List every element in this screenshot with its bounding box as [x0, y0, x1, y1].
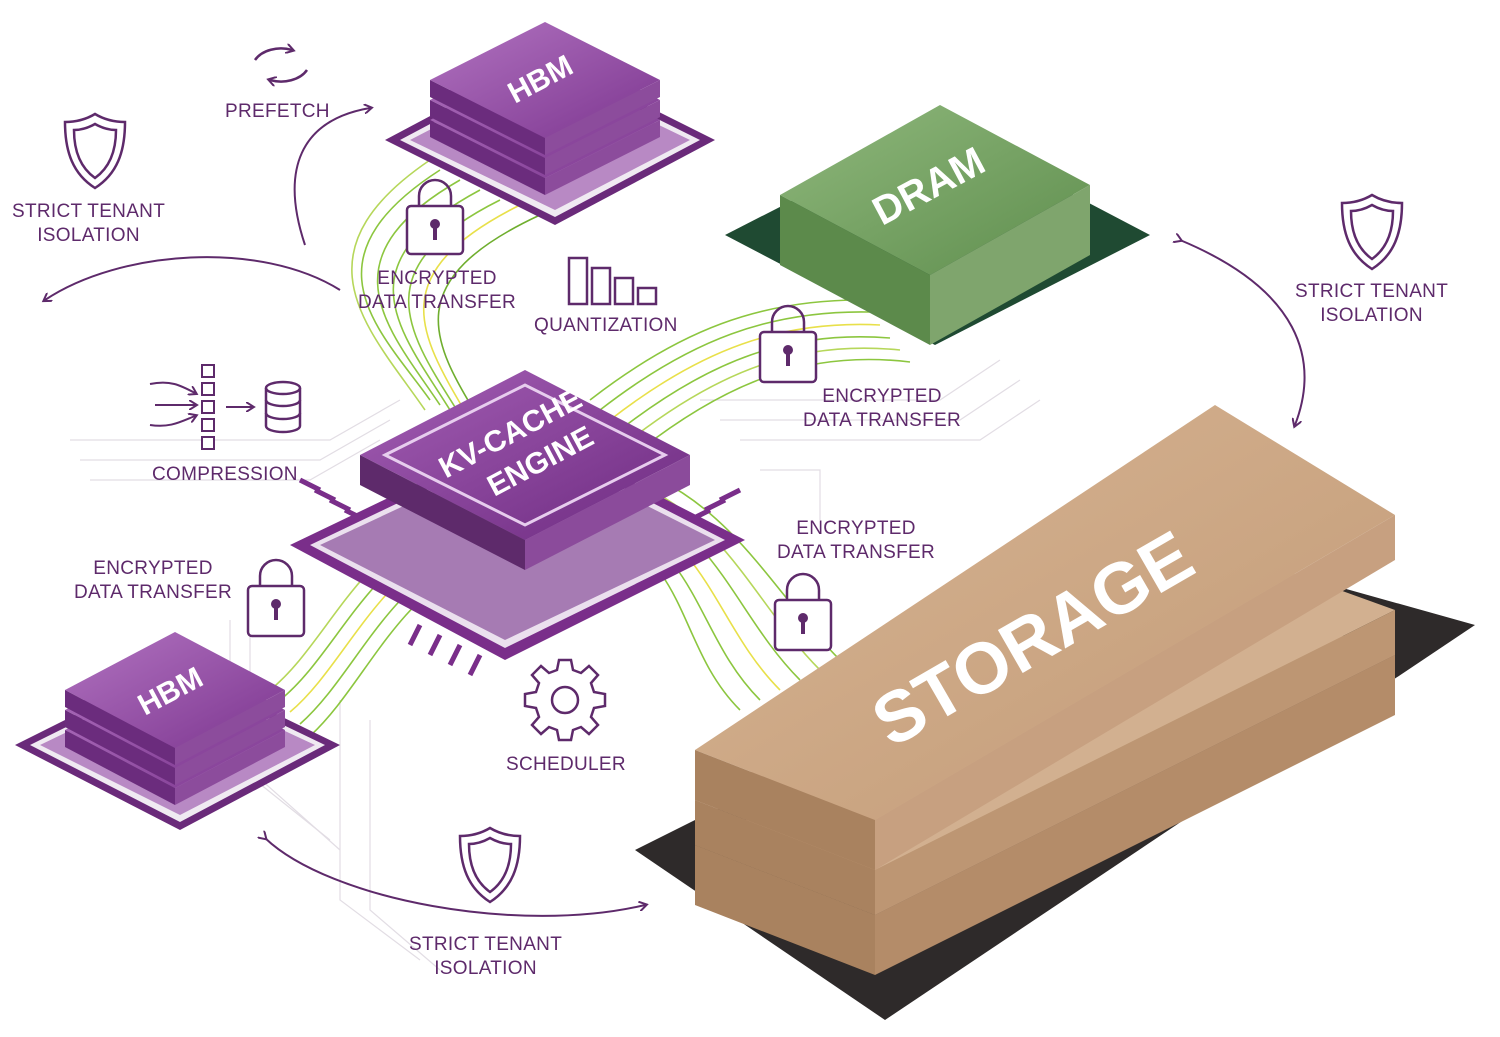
isolation-label-right: STRICT TENANT ISOLATION — [1295, 280, 1448, 328]
encrypted-line2: DATA TRANSFER — [803, 410, 962, 431]
isolation-line1: STRICT TENANT — [1295, 281, 1449, 302]
gear-icon — [523, 658, 607, 742]
encrypted-label-dram: ENCRYPTED DATA TRANSFER — [803, 385, 961, 433]
compression-icon — [149, 364, 252, 450]
encrypted-line2: DATA TRANSFER — [74, 582, 233, 603]
dram-module: DRAM — [725, 105, 1150, 345]
prefetch-arrow — [293, 108, 370, 246]
isolation-line1: STRICT TENANT — [12, 201, 166, 222]
isolation-arrow-bottom — [265, 838, 645, 917]
encrypted-label-storage: ENCRYPTED DATA TRANSFER — [777, 517, 935, 565]
bar-chart-icon — [567, 256, 658, 306]
encrypted-line1: ENCRYPTED — [93, 558, 213, 579]
refresh-arrows-icon — [253, 48, 309, 81]
shield-icon — [458, 826, 522, 904]
hbm-bottom-module: HBM — [15, 632, 340, 830]
kv-cache-engine-chip: KV-CACHE ENGINE — [290, 370, 745, 677]
lock-icon — [758, 304, 818, 384]
hbm-top-module: HBM — [385, 22, 715, 225]
isolation-label-bottom: STRICT TENANT ISOLATION — [409, 933, 562, 981]
compression-label: COMPRESSION — [152, 464, 298, 485]
prefetch-label: PREFETCH — [225, 101, 330, 122]
flow-arrows — [45, 108, 1306, 917]
isolation-arrow-left — [45, 256, 341, 300]
lock-icon — [246, 558, 306, 638]
isolation-line1: STRICT TENANT — [409, 934, 563, 955]
encrypted-line1: ENCRYPTED — [796, 518, 916, 539]
isolation-line2: ISOLATION — [1320, 305, 1423, 326]
isolation-label-top-left: STRICT TENANT ISOLATION — [12, 200, 165, 248]
encrypted-label-hbm-bottom: ENCRYPTED DATA TRANSFER — [74, 557, 232, 605]
isolation-line2: ISOLATION — [37, 225, 140, 246]
isolation-line2: ISOLATION — [434, 958, 537, 979]
shield-icon — [1340, 193, 1404, 271]
lock-icon — [405, 178, 465, 256]
shield-icon — [63, 112, 127, 190]
encrypted-line2: DATA TRANSFER — [358, 292, 517, 313]
encrypted-line2: DATA TRANSFER — [777, 542, 936, 563]
scheduler-label: SCHEDULER — [506, 754, 626, 775]
lock-icon — [773, 572, 833, 652]
quantization-label: QUANTIZATION — [534, 315, 678, 336]
encrypted-line1: ENCRYPTED — [377, 268, 497, 289]
database-icon — [264, 380, 302, 434]
isolation-arrow-right — [1180, 240, 1306, 425]
encrypted-label-hbm-top: ENCRYPTED DATA TRANSFER — [358, 267, 516, 315]
encrypted-line1: ENCRYPTED — [822, 386, 942, 407]
storage-module: STORAGE — [635, 405, 1475, 1020]
